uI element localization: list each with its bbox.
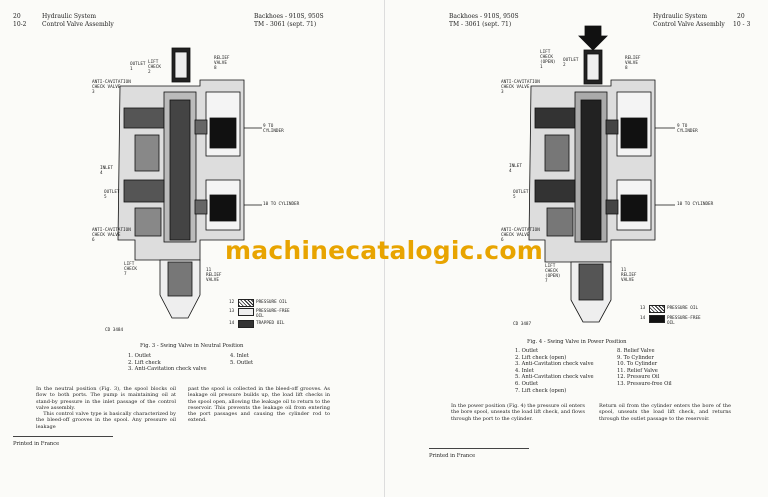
legend-label-pressure-free-oil: PRESSURE-FREE OIL [667,316,701,326]
legend-num-12: 12 [229,300,235,305]
footer-text: Printed in France [429,453,476,459]
label-lift-check-2: LIFT CHECK 2 [148,60,161,75]
label-anticav-3: ANTI-CAVITATION CHECK VALVE 3 [501,80,540,95]
label-inlet-4: INLET 4 [100,166,113,176]
body-column-2: Return oil from the cylinder enters the … [599,403,731,422]
figure-caption: Fig. 3 - Swing Valve in Neutral Position [140,343,244,349]
list-item: 1. Outlet [515,348,539,354]
left-models: Backhoes - 910S, 950S [254,13,324,20]
legend-label-pressure-free-oil: PRESSURE-FREE OIL [256,309,290,319]
diagram-code: CD 3487 [513,322,532,327]
diagram-code: CD 3484 [105,328,124,333]
list-item: 4. Inlet [230,353,249,359]
label-anticav-6: ANTI-CAVITATION CHECK VALVE 6 [92,228,131,243]
label-relief-valve-11: 11 RELIEF VALVE [621,268,637,283]
right-page-number: 20 [737,13,745,20]
left-page-number: 20 [13,13,21,20]
legend-list-left: 1. Outlet 2. Lift check 3. Anti-Cavitati… [128,353,207,373]
list-item: 1. Outlet [128,353,152,359]
label-to-cylinder-9: 9 TO CYLINDER [677,124,698,134]
legend-num-13: 13 [640,306,646,311]
list-item: 11. Relief Valve [617,367,658,374]
body-column-1: In the neutral position (Fig. 3), the sp… [36,386,176,430]
label-relief-valve-8: RELIEF VALVE 8 [214,56,230,71]
label-to-cylinder-10: 10 TO CYLINDER [677,202,714,207]
list-item: 3. Anti-Cavitation check valve [515,361,594,368]
label-outlet-5: OUTLET 5 [104,190,120,200]
list-item: 2. Lift check (open) [515,354,567,361]
legend-list-right: 8. Relief Valve 9. To Cylinder 10. To Cy… [617,348,672,388]
list-item: 6. Outlet [515,380,539,387]
legend-list-right: 4. Inlet 5. Outlet [230,353,253,366]
label-outlet-1: OUTLET 1 [130,62,146,72]
right-section-title: Hydraulic System [653,13,708,20]
list-item: 9. To Cylinder [617,354,654,361]
legend-swatch-pressure-oil [649,305,665,313]
left-subsection-title: Control Valve Assembly [42,21,114,28]
list-item: 13. Pressure-free Oil [617,380,672,387]
right-subsection-title: Control Valve Assembly [653,21,725,28]
legend-num-14: 14 [229,321,235,326]
legend-swatch-pressure-free-oil [238,308,254,316]
list-item: 5. Outlet [230,359,254,366]
legend-list-left: 1. Outlet 2. Lift check (open) 3. Anti-C… [515,348,594,394]
footer-rule [13,436,113,437]
right-tm: TM - 3061 (sept. 71) [449,21,512,28]
swing-valve-neutral-diagram [117,47,262,319]
swing-valve-power-diagram [528,25,675,323]
left-tm: TM - 3061 (sept. 71) [254,21,317,28]
list-item: 10. To Cylinder [617,361,658,368]
right-page: Backhoes - 910S, 950S TM - 3061 (sept. 7… [384,0,768,497]
label-inlet-4: INLET 4 [509,164,522,174]
list-item: 4. Inlet [515,367,534,374]
label-lift-check-open-1: LIFT CHECK (OPEN) 1 [540,50,556,70]
label-anticav-3: ANTI-CAVITATION CHECK VALVE 3 [92,80,131,95]
legend-num-13: 13 [229,309,235,314]
figure-caption: Fig. 4 - Swing Valve in Power Position [527,339,627,345]
legend-swatch-pressure-oil [238,299,254,307]
label-lift-check-7: LIFT CHECK 7 [124,262,137,277]
right-models: Backhoes - 910S, 950S [449,13,519,20]
list-item: 5. Anti-Cavitation check valve [515,374,594,381]
list-item: 2. Lift check [128,359,161,366]
left-page: 20 10-2 Hydraulic System Control Valve A… [13,13,330,447]
label-relief-valve-11: 11 RELIEF VALVE [206,268,222,283]
label-to-cylinder-9: 9 TO CYLINDER [263,124,284,134]
legend-label-trapped-oil: TRAPPED OIL [256,321,285,326]
body-column-1: In the power position (Fig. 4) the press… [451,403,585,422]
label-outlet-2: OUTLET 2 [563,58,579,68]
footer-rule [429,448,529,449]
left-section-title: Hydraulic System [42,13,97,20]
legend-num-14: 14 [640,316,646,321]
body-column-2: past the spool is collected in the bleed… [188,386,330,424]
list-item: 3. Anti-Cavitation check valve [128,366,207,373]
right-section-number: 10 - 3 [733,21,751,28]
footer-text: Printed in France [13,441,60,447]
list-item: 12. Pressure Oil [617,374,660,381]
legend-swatch-trapped-oil [238,320,254,328]
legend-swatch-pressure-free-oil [649,315,665,323]
list-item: 8. Relief Valve [617,348,655,354]
label-anticav-6: ANTI-CAVITATION CHECK VALVE 6 [501,228,540,243]
label-relief-valve-8: RELIEF VALVE 8 [625,56,641,71]
label-lift-check-open-7: LIFT CHECK (OPEN) 7 [545,264,561,284]
left-section-number: 10-2 [13,21,27,28]
legend-label-pressure-oil: PRESSURE OIL [256,300,288,305]
label-outlet-5: OUTLET 5 [513,190,529,200]
list-item: 7. Lift check (open) [515,387,567,394]
legend-label-pressure-oil: PRESSURE OIL [667,306,699,311]
label-to-cylinder-10: 10 TO CYLINDER [263,202,300,207]
